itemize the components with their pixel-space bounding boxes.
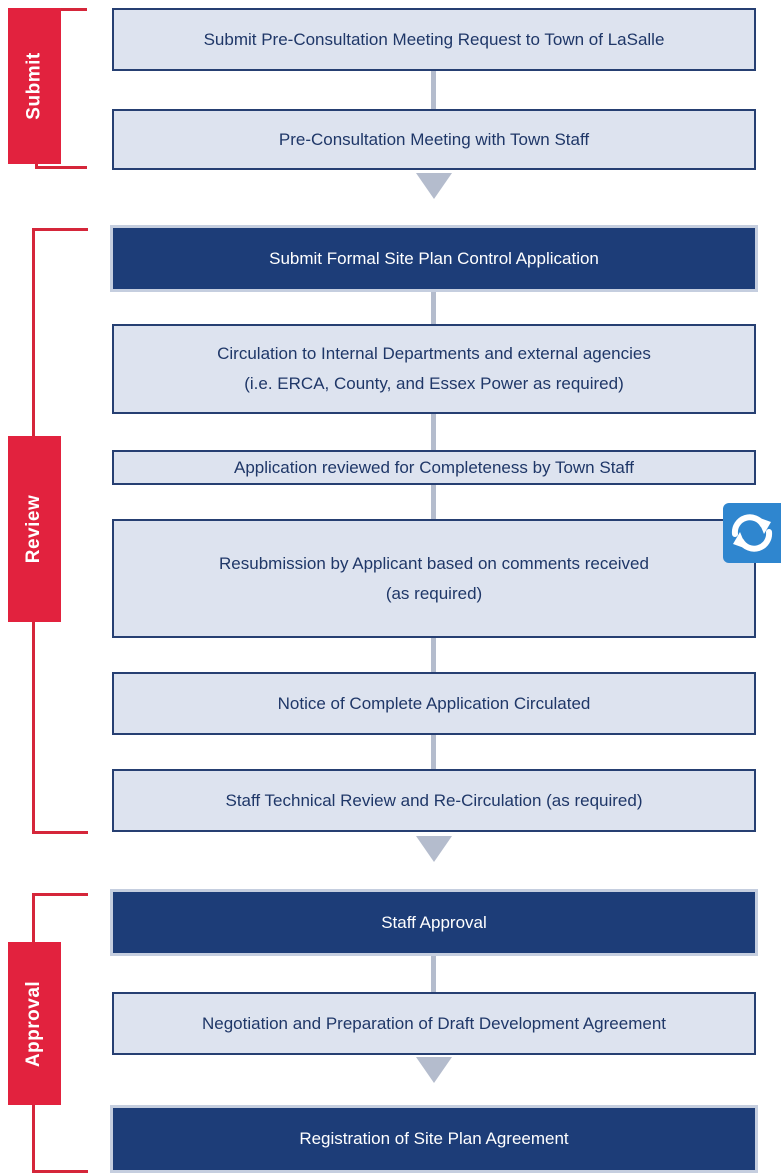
down-arrow-icon	[416, 836, 452, 862]
step-pre-consultation-request: Submit Pre-Consultation Meeting Request …	[112, 8, 756, 71]
submit-phase-tab: Submit	[8, 8, 61, 164]
down-arrow-icon	[416, 1057, 452, 1083]
submit-phase-label: Submit	[23, 52, 45, 120]
step-resubmission: Resubmission by Applicant based on comme…	[112, 519, 756, 638]
step-staff-approval: Staff Approval	[110, 889, 758, 956]
step-circulation: Circulation to Internal Departments and …	[112, 324, 756, 414]
review-phase-label: Review	[23, 494, 45, 564]
step-resubmission-line-1: Resubmission by Applicant based on comme…	[219, 553, 649, 573]
step-pre-consultation-meeting: Pre-Consultation Meeting with Town Staff	[112, 109, 756, 170]
connector-line	[431, 956, 436, 992]
connector-line	[431, 485, 436, 519]
step-submit-formal-application: Submit Formal Site Plan Control Applicat…	[110, 225, 758, 292]
down-arrow-icon	[416, 173, 452, 199]
refresh-badge	[723, 503, 781, 563]
step-circulation-line-1: Circulation to Internal Departments and …	[217, 344, 651, 363]
step-registration: Registration of Site Plan Agreement	[110, 1105, 758, 1173]
step-technical-review: Staff Technical Review and Re-Circulatio…	[112, 769, 756, 832]
step-notice-complete: Notice of Complete Application Circulate…	[112, 672, 756, 735]
step-resubmission-line-2: (as required)	[385, 583, 483, 603]
step-completeness-review: Application reviewed for Completeness by…	[112, 450, 756, 485]
step-negotiation: Negotiation and Preparation of Draft Dev…	[112, 992, 756, 1055]
approval-phase-tab: Approval	[8, 942, 61, 1105]
connector-line	[431, 735, 436, 769]
connector-line	[431, 292, 436, 324]
approval-phase-label: Approval	[23, 980, 45, 1067]
connector-line	[431, 638, 436, 672]
refresh-icon	[731, 514, 773, 552]
review-phase-tab: Review	[8, 436, 61, 622]
connector-line	[431, 71, 436, 109]
step-circulation-line-2: (i.e. ERCA, County, and Essex Power as r…	[244, 374, 624, 393]
connector-line	[431, 414, 436, 450]
